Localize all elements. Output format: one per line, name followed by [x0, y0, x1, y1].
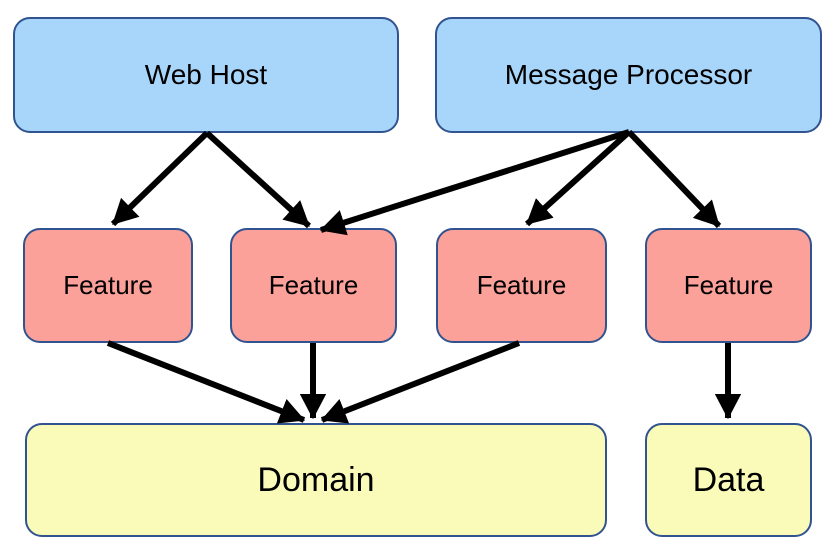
node-domain-label: Domain — [257, 460, 375, 499]
edge-webhost-feature1-arrow — [110, 130, 210, 227]
node-feature-1: Feature — [23, 228, 193, 343]
edge-messageprocessor-feature2-arrow — [319, 129, 630, 236]
node-feature-3: Feature — [436, 228, 607, 343]
node-feature-2-label: Feature — [268, 270, 359, 300]
node-feature-1-label: Feature — [63, 270, 153, 300]
node-web-host-label: Web Host — [144, 59, 268, 90]
node-message-processor-label: Message Processor — [504, 59, 753, 90]
node-feature-2: Feature — [230, 228, 397, 343]
node-domain: Domain — [25, 423, 607, 537]
node-data: Data — [645, 423, 812, 537]
edge-webhost-feature2-arrow — [204, 130, 312, 229]
node-data-label: Data — [692, 460, 765, 499]
edge-messageprocessor-feature3-arrow — [524, 129, 632, 227]
node-feature-3-label: Feature — [476, 270, 567, 300]
node-web-host: Web Host — [13, 17, 399, 133]
node-feature-4-label: Feature — [683, 270, 774, 300]
node-message-processor: Message Processor — [435, 17, 822, 133]
edge-messageprocessor-feature4-arrow — [626, 129, 722, 229]
edge-feature1-domain-arrow — [106, 340, 306, 424]
node-feature-4: Feature — [645, 228, 812, 343]
edge-feature3-domain-arrow — [320, 340, 521, 424]
